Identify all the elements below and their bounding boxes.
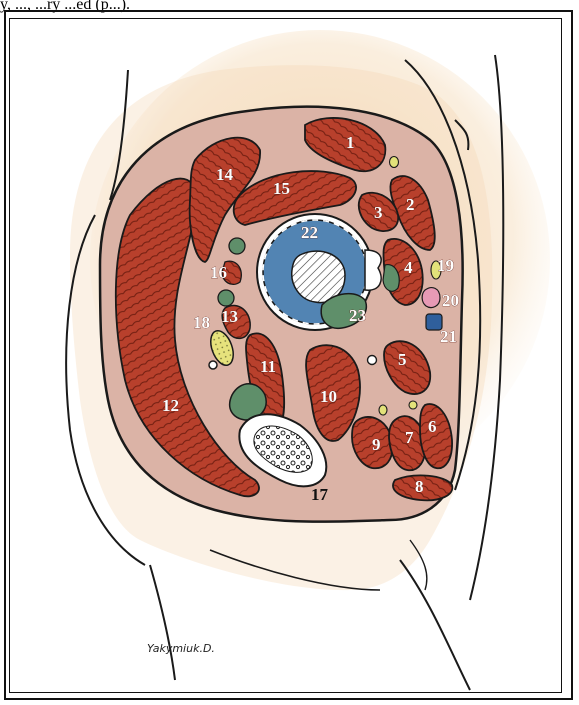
label-4: 4 [404,258,413,277]
label-21: 21 [440,327,457,346]
label-17: 17 [311,485,329,504]
label-5: 5 [398,350,407,369]
label-13: 13 [221,307,238,326]
label-7: 7 [405,428,414,447]
label-10: 10 [320,387,337,406]
thigh-contour-left [150,565,175,680]
organ-22-notch [365,250,381,290]
label-9: 9 [372,435,381,454]
label-14: 14 [216,165,234,184]
nerve-dot-9 [379,405,387,415]
label-3: 3 [374,203,383,222]
label-16: 16 [210,263,227,282]
vessel-near-10 [368,356,377,365]
nerve-dot-7 [409,401,417,409]
label-23: 23 [349,306,366,325]
vessel-13-top [218,290,234,306]
label-15: 15 [273,179,290,198]
label-12: 12 [162,396,179,415]
nerve-dot-1 [390,157,399,168]
label-19: 19 [437,256,454,275]
vessel-18-small [209,361,217,369]
structure-20 [422,288,440,308]
label-20: 20 [442,291,459,310]
thigh-contour-right [400,560,470,690]
label-2: 2 [406,195,415,214]
vessel-16-top [229,238,245,254]
artist-signature: Yakymiuk.D. [147,642,215,655]
label-6: 6 [428,417,437,436]
label-8: 8 [415,477,424,496]
label-22: 22 [301,223,318,242]
label-1: 1 [346,133,355,152]
label-18: 18 [193,313,210,332]
label-11: 11 [260,357,276,376]
